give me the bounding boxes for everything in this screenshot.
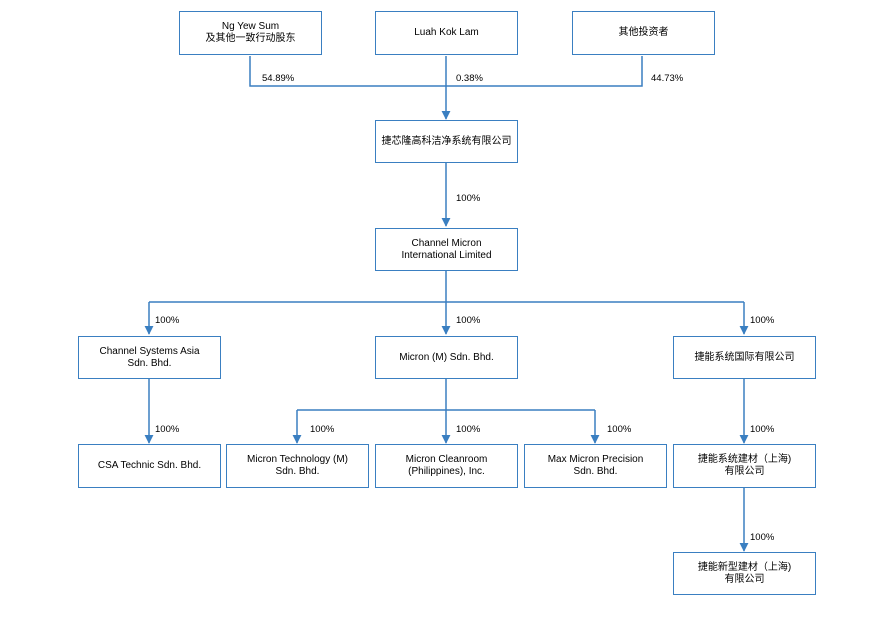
node-channel-systems-asia: Channel Systems Asia Sdn. Bhd. xyxy=(78,336,221,379)
node-luah-kok-lam: Luah Kok Lam xyxy=(375,11,518,55)
node-label-line: Sdn. Bhd. xyxy=(275,466,320,477)
node-other-investors: 其他投资者 xyxy=(572,11,715,55)
node-label-line: Micron Technology (M) xyxy=(247,454,348,465)
node-jieneng-new-material: 捷能新型建材（上海) 有限公司 xyxy=(673,552,816,595)
node-label-line: Channel Micron xyxy=(411,237,482,249)
node-label-line: 有限公司 xyxy=(724,573,765,585)
node-label-line: CSA Technic Sdn. Bhd. xyxy=(97,460,202,471)
node-label-line: Ng Yew Sum xyxy=(221,21,280,32)
edge-label-micron-clean: 100% xyxy=(456,424,481,435)
node-label-line: (Philippines), Inc. xyxy=(408,466,485,477)
edge-label-jieneng-new: 100% xyxy=(750,532,775,543)
node-label-line: Max Micron Precision xyxy=(547,454,644,465)
node-max-micron-precision: Max Micron Precision Sdn. Bhd. xyxy=(524,444,667,488)
node-label-line: 有限公司 xyxy=(724,466,765,477)
node-ng-yew-sum: Ng Yew Sum 及其他一致行动股东 xyxy=(179,11,322,55)
node-label-line: Micron (M) Sdn. Bhd. xyxy=(399,351,494,363)
node-label-line: Channel Systems Asia xyxy=(99,345,200,357)
node-label-line: Sdn. Bhd. xyxy=(127,357,172,369)
edge-label-cmi-csa: 100% xyxy=(155,315,180,326)
node-label-line: 捷芯隆高科洁净系统有限公司 xyxy=(381,135,512,147)
node-jieneng-shanghai: 捷能系统建材（上海) 有限公司 xyxy=(673,444,816,488)
edge-label-micron-tech: 100% xyxy=(310,424,335,435)
node-csa-technic: CSA Technic Sdn. Bhd. xyxy=(78,444,221,488)
node-jiexinlong: 捷芯隆高科洁净系统有限公司 xyxy=(375,120,518,163)
node-micron-technology: Micron Technology (M) Sdn. Bhd. xyxy=(226,444,369,488)
node-micron-m: Micron (M) Sdn. Bhd. xyxy=(375,336,518,379)
edge-label-ng: 54.89% xyxy=(262,73,295,84)
edge-label-cmi-jieneng: 100% xyxy=(750,315,775,326)
node-micron-cleanroom: Micron Cleanroom (Philippines), Inc. xyxy=(375,444,518,488)
node-label-line: Luah Kok Lam xyxy=(414,27,479,38)
edge-label-jiexin-cmi: 100% xyxy=(456,193,481,204)
edge-label-others: 44.73% xyxy=(651,73,684,84)
edge-label-csa-technic: 100% xyxy=(155,424,180,435)
node-label-line: International Limited xyxy=(401,249,492,261)
edge-label-jieneng-sh: 100% xyxy=(750,424,775,435)
node-label-line: 捷能新型建材（上海) xyxy=(697,561,792,573)
node-label-line: 及其他一致行动股东 xyxy=(205,33,296,44)
node-label-line: 其他投资者 xyxy=(618,27,669,38)
edge-label-max-micron: 100% xyxy=(607,424,632,435)
node-label-line: 捷能系统建材（上海) xyxy=(697,454,792,465)
node-jieneng-international: 捷能系统国际有限公司 xyxy=(673,336,816,379)
node-label-line: Sdn. Bhd. xyxy=(573,466,618,477)
node-channel-micron-international: Channel Micron International Limited xyxy=(375,228,518,271)
node-label-line: Micron Cleanroom xyxy=(405,454,488,465)
node-label-line: 捷能系统国际有限公司 xyxy=(694,351,795,363)
edge-label-cmi-micron-m: 100% xyxy=(456,315,481,326)
edge-label-luah: 0.38% xyxy=(456,73,483,84)
